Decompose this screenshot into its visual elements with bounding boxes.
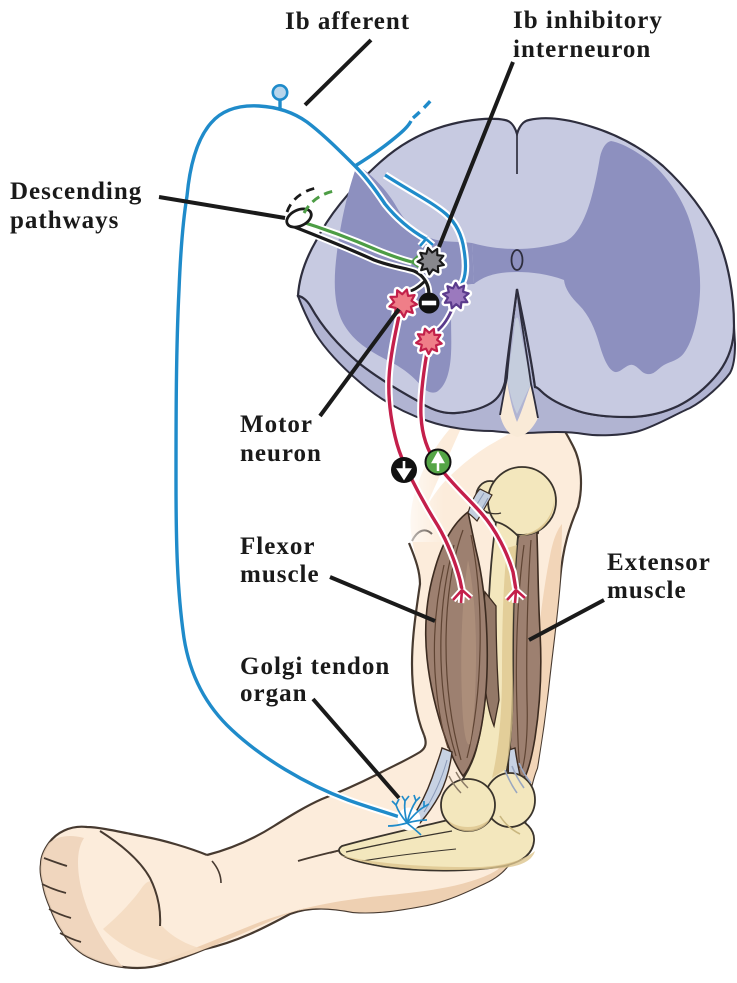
svg-text:muscle: muscle: [607, 577, 687, 604]
svg-text:Golgi tendon: Golgi tendon: [240, 653, 390, 680]
svg-text:organ: organ: [240, 680, 308, 707]
svg-text:Ib afferent: Ib afferent: [285, 8, 410, 35]
svg-text:pathways: pathways: [10, 207, 119, 234]
svg-text:Descending: Descending: [10, 178, 142, 205]
svg-text:neuron: neuron: [240, 440, 322, 467]
svg-text:Extensor: Extensor: [607, 549, 711, 576]
svg-text:Flexor: Flexor: [240, 533, 315, 560]
svg-text:Motor: Motor: [240, 411, 313, 438]
svg-text:muscle: muscle: [240, 561, 320, 588]
svg-text:interneuron: interneuron: [513, 36, 651, 63]
svg-text:Ib inhibitory: Ib inhibitory: [513, 7, 663, 34]
